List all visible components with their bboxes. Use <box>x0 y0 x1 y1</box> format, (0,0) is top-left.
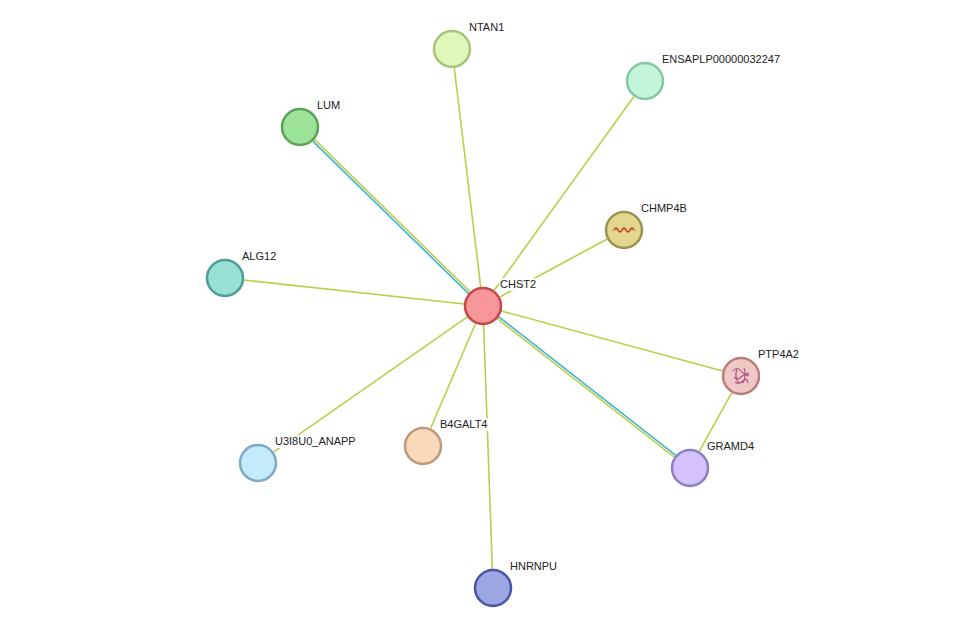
node-circle <box>605 211 643 249</box>
node-circle <box>626 62 664 100</box>
interaction-edge <box>500 239 608 297</box>
protein-node: ENSAPLP00000032247 <box>626 62 664 100</box>
node-label: LUM <box>316 99 341 112</box>
protein-node: HNRNPU <box>474 569 512 607</box>
node-circle <box>474 569 512 607</box>
protein-node: GRAMD4 <box>671 449 709 487</box>
node-circle <box>671 449 709 487</box>
interaction-edge <box>454 68 480 287</box>
interaction-edge <box>501 311 722 371</box>
protein-node: B4GALT4 <box>404 427 442 465</box>
node-label: NTAN1 <box>468 21 505 34</box>
node-label: ENSAPLP00000032247 <box>661 53 781 66</box>
node-circle <box>206 259 244 297</box>
node-label: ALG12 <box>241 250 277 263</box>
node-label: U3I8U0_ANAPP <box>274 435 357 448</box>
node-circle <box>722 357 760 395</box>
interaction-edge <box>430 323 475 428</box>
node-circle <box>239 444 277 482</box>
node-label: CHST2 <box>499 278 537 291</box>
node-circle <box>404 427 442 465</box>
protein-node: PTP4A2 <box>722 357 760 395</box>
protein-node: ALG12 <box>206 259 244 297</box>
node-label: B4GALT4 <box>439 418 489 431</box>
protein-node: NTAN1 <box>433 30 471 68</box>
node-label: HNRNPU <box>509 560 558 573</box>
protein-node: U3I8U0_ANAPP <box>239 444 277 482</box>
node-label: CHMP4B <box>640 202 688 215</box>
node-label: GRAMD4 <box>706 440 755 453</box>
interaction-edge <box>484 325 493 569</box>
interaction-edge <box>313 139 471 293</box>
interaction-edge <box>274 317 468 452</box>
protein-node: LUM <box>281 108 319 146</box>
node-circle <box>464 287 502 325</box>
node-label: PTP4A2 <box>757 348 800 361</box>
node-circle <box>281 108 319 146</box>
protein-node: CHST2 <box>464 287 502 325</box>
protein-node: CHMP4B <box>605 211 643 249</box>
interaction-edge <box>497 317 676 457</box>
node-circle <box>433 30 471 68</box>
interaction-edge <box>244 280 464 304</box>
